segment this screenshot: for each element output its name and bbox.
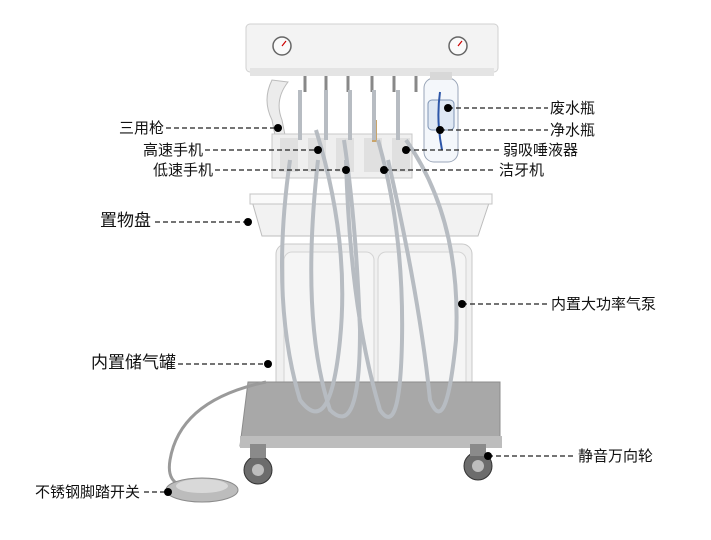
leader-points — [164, 104, 492, 496]
water-bottles — [423, 72, 459, 163]
leader-lines — [144, 107, 576, 493]
hoses — [280, 90, 459, 419]
label-weak-saliva-ejector: 弱吸唾液器 — [503, 141, 579, 159]
label-foot-switch: 不锈钢脚踏开关 — [34, 483, 140, 501]
label-built-in-air-tank: 内置储气罐 — [91, 353, 176, 373]
foot-switch-pedal — [165, 477, 239, 503]
hose-connectors — [303, 76, 418, 92]
label-triple-syringe: 三用枪 — [118, 119, 164, 137]
label-low-speed-handpiece: 低速手机 — [152, 161, 213, 179]
label-silent-caster: 静音万向轮 — [578, 447, 654, 465]
label-waste-water-bottle: 废水瓶 — [550, 99, 596, 117]
cart-base — [239, 381, 502, 448]
label-built-in-air-pump: 内置大功率气泵 — [551, 295, 657, 313]
pedal-hose — [167, 380, 267, 488]
label-instrument-tray: 置物盘 — [100, 211, 151, 231]
control-box — [245, 23, 499, 76]
label-ultrasonic-scaler: 洁牙机 — [499, 161, 545, 179]
label-clean-water-bottle: 净水瓶 — [550, 121, 596, 139]
casters — [243, 444, 493, 485]
label-high-speed-handpiece: 高速手机 — [142, 141, 203, 159]
